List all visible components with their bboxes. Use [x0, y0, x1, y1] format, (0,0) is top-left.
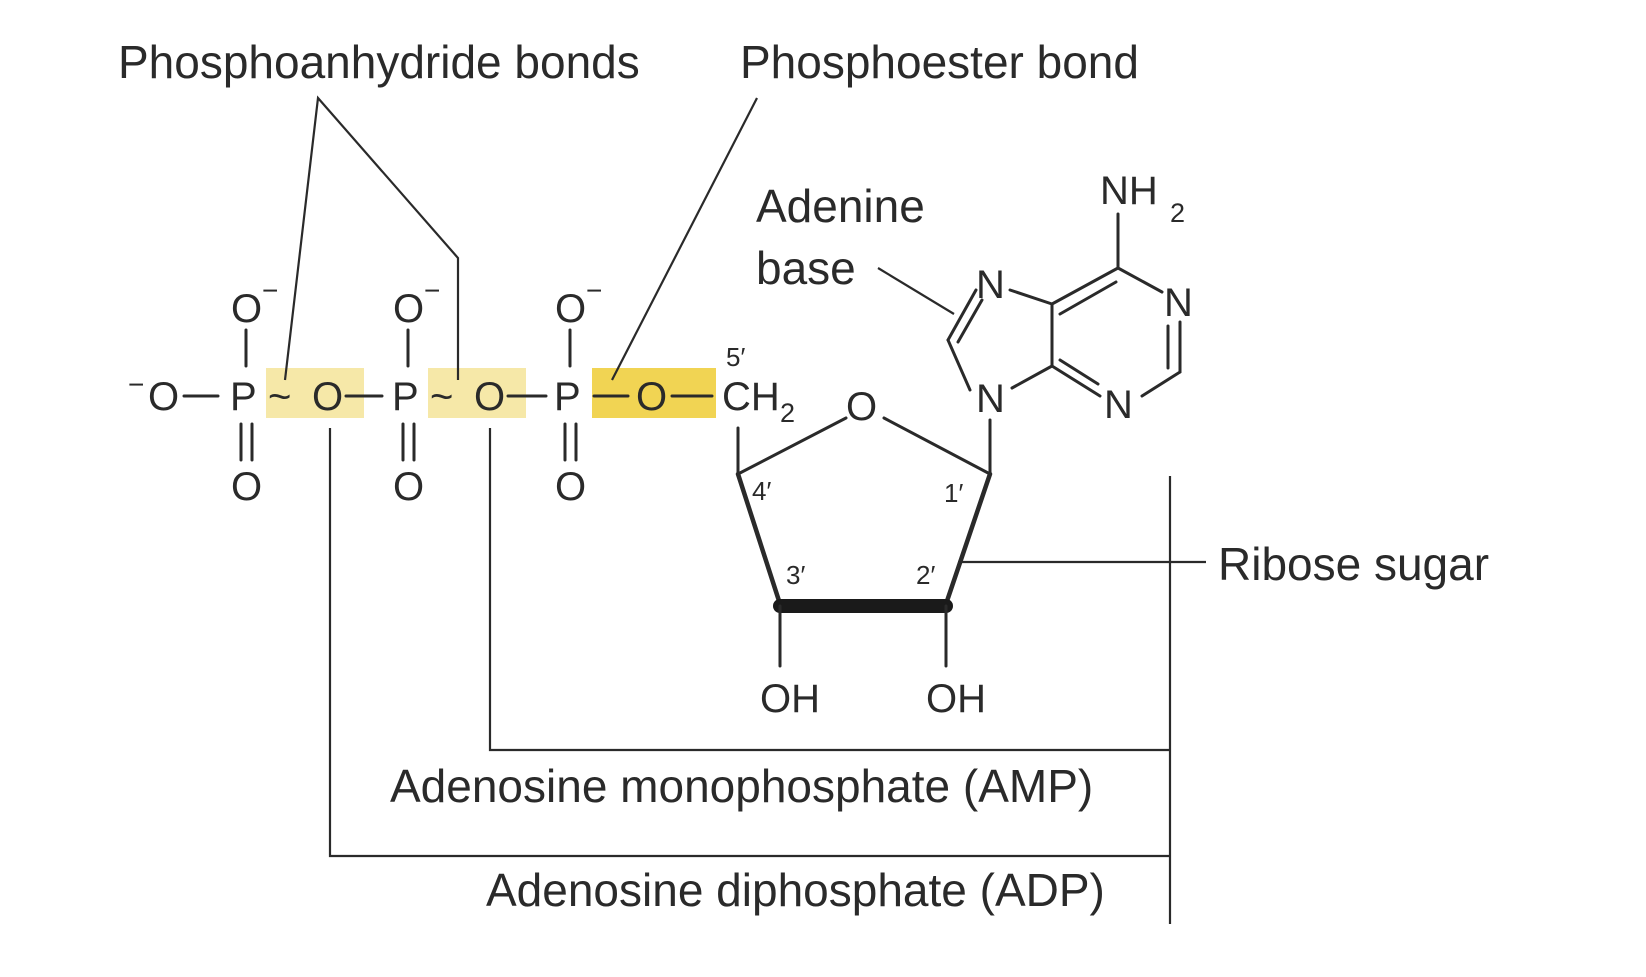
- adenine-label-line2: base: [756, 242, 856, 294]
- bridge-oxygen-2: O: [474, 375, 505, 419]
- oxygen-gamma-charge: −: [262, 275, 278, 306]
- carbon-3-label: 3′: [786, 560, 805, 590]
- oxygen-gamma-top: O: [231, 287, 262, 331]
- ester-oxygen: O: [636, 375, 667, 419]
- hydroxyl-3: OH: [760, 677, 820, 721]
- nitrogen-1: N: [1164, 281, 1193, 325]
- phosphoanhydride-highlight-1: [266, 368, 364, 418]
- oxygen-alpha-charge: −: [586, 275, 602, 306]
- phosphoanhydride-leader: [283, 95, 460, 381]
- terminal-oxygen-charge: −: [128, 369, 144, 400]
- oxygen-beta-charge: −: [424, 275, 440, 306]
- carbon-2-label: 2′: [916, 560, 935, 590]
- oxygen-beta-top: O: [393, 287, 424, 331]
- amino-subscript: 2: [1170, 198, 1185, 228]
- oxygen-beta-bottom: O: [393, 465, 424, 509]
- nitrogen-9: N: [976, 377, 1005, 421]
- anhydride-bond-2: ~: [430, 375, 453, 419]
- bridge-oxygen-1: O: [312, 375, 343, 419]
- carbon-4-label: 4′: [752, 476, 771, 506]
- terminal-oxygen: O: [148, 375, 179, 419]
- phosphate-chain: − O P O − O ~ O P O − O ~ O P O − O: [128, 275, 795, 509]
- phosphoanhydride-label: Phosphoanhydride bonds: [118, 36, 640, 88]
- adenine-base: N N N N NH 2: [946, 169, 1193, 427]
- adenine-label-line1: Adenine: [756, 180, 925, 232]
- phosphorus-alpha: P: [554, 375, 581, 419]
- phosphoester-label: Phosphoester bond: [740, 36, 1139, 88]
- amp-bracket: [488, 428, 1170, 752]
- anhydride-bond-1: ~: [268, 375, 291, 419]
- adenine-leader: [877, 267, 955, 315]
- phosphoanhydride-highlight-2: [428, 368, 526, 418]
- adp-label: Adenosine diphosphate (ADP): [486, 864, 1105, 916]
- ch2-subscript: 2: [780, 398, 795, 428]
- oxygen-gamma-bottom: O: [231, 465, 262, 509]
- carbon-1-label: 1′: [944, 478, 963, 508]
- amino-group: NH: [1100, 169, 1158, 213]
- carbon-5-label: 5′: [726, 342, 745, 372]
- ch2-group: CH: [722, 375, 780, 419]
- oxygen-alpha-bottom: O: [555, 465, 586, 509]
- nitrogen-3: N: [1104, 383, 1133, 427]
- ribose-label: Ribose sugar: [1218, 538, 1489, 590]
- hydroxyl-2: OH: [926, 677, 986, 721]
- ribose-ring: O OH OH 4′ 1′ 3′ 2′: [735, 385, 993, 721]
- phosphorus-gamma: P: [230, 375, 257, 419]
- amp-label: Adenosine monophosphate (AMP): [390, 760, 1093, 812]
- phosphoester-leader: [611, 97, 758, 381]
- adp-bracket: [328, 428, 1170, 858]
- ring-oxygen: O: [846, 385, 877, 429]
- phosphorus-beta: P: [392, 375, 419, 419]
- oxygen-alpha-top: O: [555, 287, 586, 331]
